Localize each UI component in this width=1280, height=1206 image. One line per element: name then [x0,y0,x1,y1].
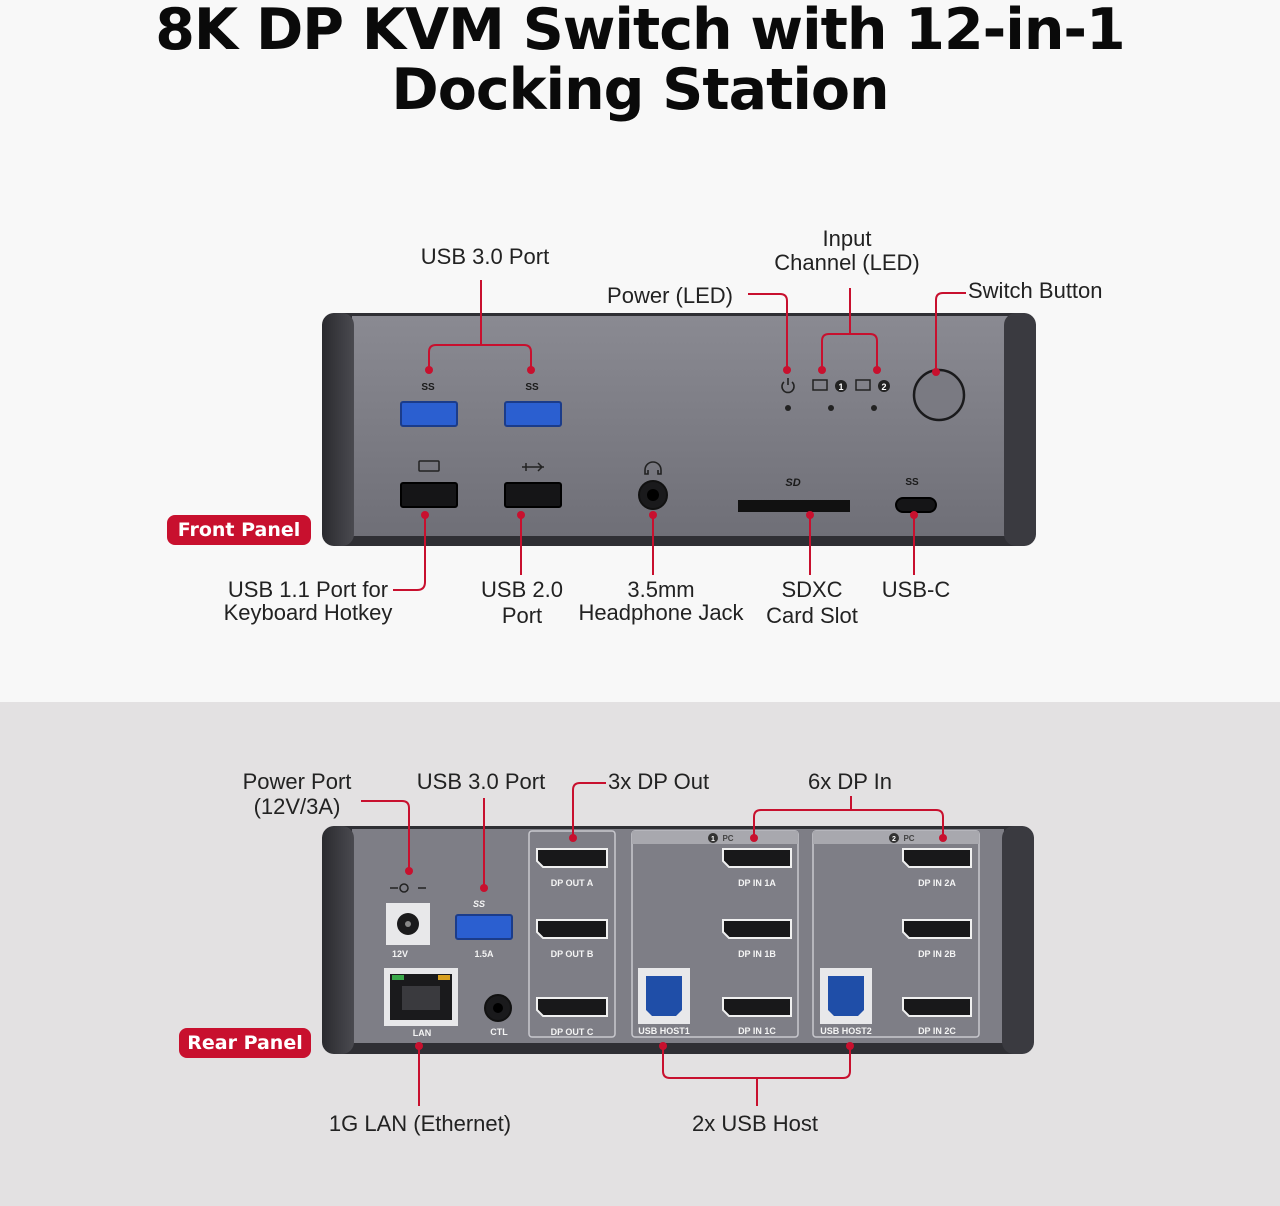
svg-text:1: 1 [838,382,843,392]
svg-text:2: 2 [881,382,886,392]
label-front-usb30: USB 3.0 Port [420,244,550,269]
label-usbc: USB-C [881,577,951,602]
dp-in-1a-port[interactable] [722,848,792,868]
label-rear-usb30: USB 3.0 Port [416,769,546,794]
dp-in-2b-label: DP IN 2B [918,949,956,959]
label-power-port-1: Power Port [242,769,352,794]
label-usb20-2: Port [501,603,543,628]
label-usb20-1: USB 2.0 [481,577,563,602]
label-usb-host: 2x USB Host [692,1111,818,1136]
label-switch-button: Switch Button [968,278,1103,303]
dp-ports [536,848,972,1017]
label-dp-in: 6x DP In [808,769,892,794]
dp-in-1c-label: DP IN 1C [738,1026,776,1036]
rear-panel-badge: Rear Panel [179,1028,311,1058]
monitor-icon [812,379,828,391]
dp-in-2c-port[interactable] [902,997,972,1017]
dp-out-c-label: DP OUT C [551,1027,594,1037]
dp-out-b-port[interactable] [536,919,608,939]
label-input-channel-1: Input [822,226,872,251]
front-usb30-port-1[interactable] [400,401,458,427]
dp-in-1b-port[interactable] [722,919,792,939]
label-usb11-2: Keyboard Hotkey [223,600,393,625]
svg-text:2: 2 [892,836,896,843]
label-headphone-2: Headphone Jack [578,600,744,625]
label-usb11-1: USB 1.1 Port for [227,577,389,602]
ss-usb-icon: SS [421,382,435,393]
dp-in-1b-label: DP IN 1B [738,949,776,959]
rear-callout-dots [405,834,947,1050]
svg-text:1: 1 [711,836,715,843]
dp-in-1c-port[interactable] [722,997,792,1017]
ss-usb-icon: SS [525,382,539,393]
front-callout-dots [421,366,940,519]
label-input-channel-2: Channel (LED) [774,250,920,275]
dp-out-c-port[interactable] [536,997,608,1017]
dp-out-a-label: DP OUT A [551,878,594,888]
label-dp-out: 3x DP Out [608,769,710,794]
front-usb11-port[interactable] [400,482,458,508]
label-lan: 1G LAN (Ethernet) [328,1111,512,1136]
label-headphone-1: 3.5mm [627,577,695,602]
sd-icon: SD [785,477,800,489]
dp-out-b-label: DP OUT B [551,949,594,959]
svg-text:PC: PC [722,834,733,843]
dp-in-2a-port[interactable] [902,848,972,868]
front-usb20-port[interactable] [504,482,562,508]
front-usb30-port-2[interactable] [504,401,562,427]
monitor-icon [855,379,871,391]
title-line-1: 8K DP KVM Switch with 12-in-1 [155,0,1125,63]
channel-2-led [871,405,877,411]
1-5a-label: 1.5A [474,949,494,959]
dp-in-1a-label: DP IN 1A [738,878,776,888]
label-sdxc-1: SDXC [781,577,843,602]
headphone-icon [644,461,662,475]
usb-icon [522,462,544,472]
rear-callout-lines [361,782,944,1106]
title-line-2: Docking Station [391,57,889,123]
front-callout-lines [393,280,966,591]
dp-in-2a-label: DP IN 2A [918,878,956,888]
usb-host1-label: USB HOST1 [638,1026,690,1036]
polarity-icon [390,883,426,893]
svg-text:PC: PC [903,834,914,843]
power-icon [781,378,795,394]
dp-in-2b-port[interactable] [902,919,972,939]
rear-usb30-port[interactable] [455,914,513,940]
ss-usb-icon: SS [473,899,485,909]
usb-host2-label: USB HOST2 [820,1026,872,1036]
ss-usbc-icon: SS [905,477,919,488]
label-sdxc-2: Card Slot [766,603,858,628]
page-title: 8K DP KVM Switch with 12-in-1 Docking St… [0,0,1280,120]
front-right-edge [1004,313,1036,546]
label-power-led: Power (LED) [607,283,733,308]
channel-1-led [828,405,834,411]
front-left-edge [322,313,354,546]
12v-label: 12V [392,949,408,959]
keyboard-icon [418,460,440,472]
ctl-port-label: CTL [490,1027,508,1037]
lan-port-label: LAN [413,1028,432,1038]
dp-out-a-port[interactable] [536,848,608,868]
power-led [785,405,791,411]
label-power-port-2: (12V/3A) [253,794,341,819]
dp-in-2c-label: DP IN 2C [918,1026,956,1036]
front-panel-badge: Front Panel [167,515,311,545]
front-sdxc-slot[interactable] [738,500,850,512]
